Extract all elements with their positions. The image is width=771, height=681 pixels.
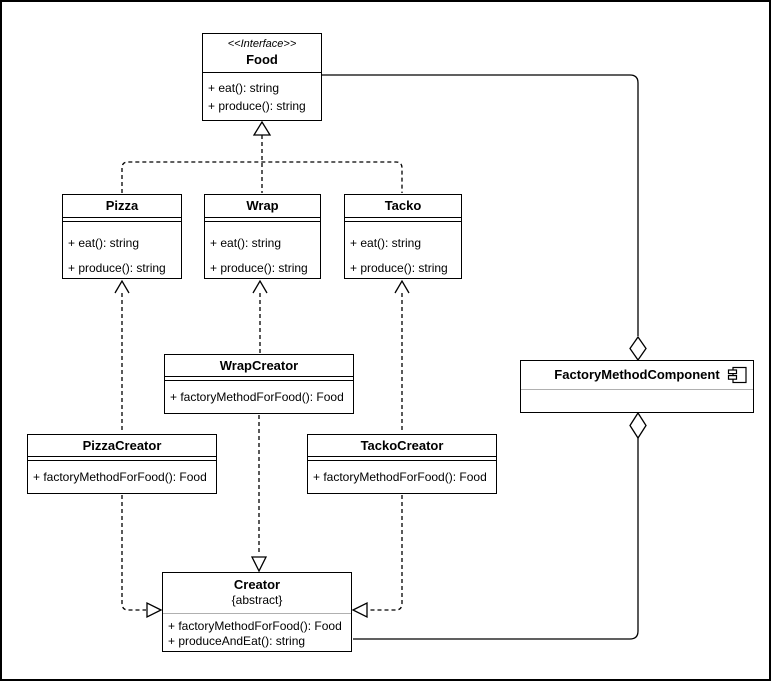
food-methods: + eat(): string + produce(): string (203, 73, 321, 120)
wrapcreator-methods: + factoryMethodForFood(): Food (165, 381, 353, 413)
hollow-triangle-icon (351, 601, 368, 619)
component-body-empty (521, 390, 753, 412)
pizza-attributes-empty (63, 218, 181, 222)
class-tackocreator[interactable]: TackoCreator + factoryMethodForFood(): F… (307, 434, 497, 494)
class-wrapcreator[interactable]: WrapCreator + factoryMethodForFood(): Fo… (164, 354, 354, 414)
edge-wrapcreator-depends-wrap[interactable] (252, 279, 268, 353)
tacko-attributes-empty (345, 218, 461, 222)
edge-tackocreator-extends-creator[interactable] (351, 495, 403, 619)
method: + factoryMethodForFood(): Food (170, 390, 344, 404)
class-wrap[interactable]: Wrap + eat(): string + produce(): string (204, 194, 321, 279)
class-pizzacreator[interactable]: PizzaCreator + factoryMethodForFood(): F… (27, 434, 217, 494)
creator-abstract-constraint: {abstract} (231, 593, 283, 607)
creator-methods: + factoryMethodForFood(): Food + produce… (163, 614, 351, 651)
food-name: Food (246, 52, 278, 67)
wrapcreator-attributes-empty (165, 377, 353, 381)
pizza-methods: + eat(): string + produce(): string (63, 222, 181, 278)
tackocreator-attributes-empty (308, 457, 496, 461)
wrapcreator-name: WrapCreator (165, 355, 353, 377)
hollow-diamond-icon (629, 411, 647, 440)
method: + eat(): string (68, 236, 140, 250)
method: + produce(): string (210, 261, 308, 275)
class-tacko[interactable]: Tacko + eat(): string + produce(): strin… (344, 194, 462, 279)
component-factorymethodcomponent[interactable]: FactoryMethodComponent (520, 360, 754, 413)
pizza-name: Pizza (63, 195, 181, 218)
edge-component-aggregates-creator[interactable] (353, 411, 647, 640)
method: + produce(): string (350, 261, 448, 275)
wrap-name: Wrap (205, 195, 320, 218)
method: + eat(): string (208, 81, 280, 95)
creator-header: Creator {abstract} (163, 573, 351, 614)
component-name: FactoryMethodComponent (554, 367, 720, 382)
hollow-triangle-icon (146, 601, 163, 619)
pizzacreator-methods: + factoryMethodForFood(): Food (28, 461, 216, 493)
edge-pizzacreator-depends-pizza[interactable] (114, 279, 130, 433)
pizzacreator-attributes-empty (28, 457, 216, 461)
tacko-methods: + eat(): string + produce(): string (345, 222, 461, 278)
method: + factoryMethodForFood(): Food (33, 470, 207, 484)
method: + factoryMethodForFood(): Food (168, 619, 342, 633)
creator-name: Creator (233, 577, 281, 592)
edge-wrapcreator-extends-creator[interactable] (250, 415, 268, 573)
open-arrowhead-icon (394, 279, 410, 294)
component-icon (727, 366, 747, 384)
hollow-triangle-icon (250, 556, 268, 573)
class-food-header: <<Interface>> Food (203, 34, 321, 73)
class-food[interactable]: <<Interface>> Food + eat(): string + pro… (202, 33, 322, 121)
tackocreator-name: TackoCreator (308, 435, 496, 457)
edge-tackocreator-depends-tacko[interactable] (394, 279, 410, 433)
food-stereotype: <<Interface>> (227, 38, 297, 50)
method: + produce(): string (208, 99, 306, 113)
open-arrowhead-icon (252, 279, 268, 294)
hollow-triangle-icon (252, 120, 272, 136)
edge-products-realize-food[interactable] (121, 120, 403, 193)
method: + produce(): string (68, 261, 166, 275)
method: + eat(): string (350, 236, 422, 250)
wrap-methods: + eat(): string + produce(): string (205, 222, 320, 278)
class-pizza[interactable]: Pizza + eat(): string + produce(): strin… (62, 194, 182, 279)
hollow-diamond-icon (629, 335, 647, 362)
open-arrowhead-icon (114, 279, 130, 294)
component-header: FactoryMethodComponent (521, 361, 753, 390)
method: + factoryMethodForFood(): Food (313, 470, 487, 484)
edge-pizzacreator-extends-creator[interactable] (121, 495, 163, 619)
method: + produceAndEat(): string (168, 634, 306, 648)
tacko-name: Tacko (345, 195, 461, 218)
pizzacreator-name: PizzaCreator (28, 435, 216, 457)
class-creator[interactable]: Creator {abstract} + factoryMethodForFoo… (162, 572, 352, 652)
method: + eat(): string (210, 236, 282, 250)
wrap-attributes-empty (205, 218, 320, 222)
tackocreator-methods: + factoryMethodForFood(): Food (308, 461, 496, 493)
